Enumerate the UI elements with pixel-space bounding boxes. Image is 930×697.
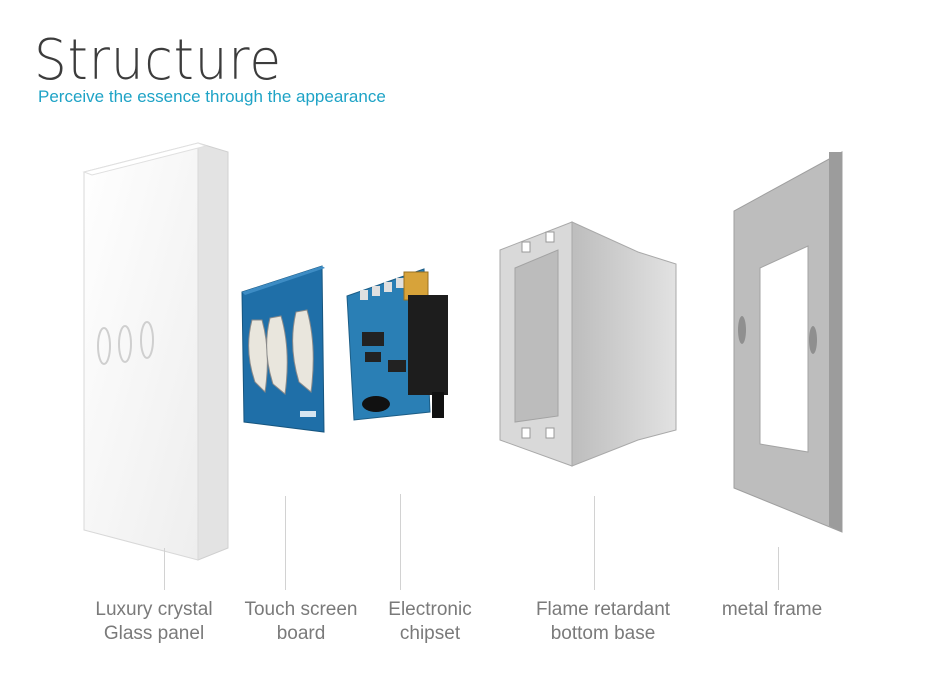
leader-line-touch-board [285, 496, 286, 590]
caption-frame: metal frame [702, 598, 842, 622]
glass-panel-image [82, 142, 229, 561]
caption-line-2: chipset [399, 623, 461, 644]
caption-line-1: metal frame [721, 599, 823, 620]
leader-line-chipset [400, 494, 401, 590]
caption-base: Flame retardant bottom base [518, 598, 688, 646]
touch-key-1 [97, 327, 111, 365]
touch-key-2 [118, 325, 132, 363]
caption-line-1: Flame retardant [535, 599, 671, 620]
caption-line-1: Touch screen [244, 599, 358, 620]
caption-line-1: Luxury crystal [95, 599, 213, 620]
caption-chipset: Electronic chipset [368, 598, 492, 646]
leader-line-glass-panel [164, 548, 165, 590]
touch-key-3 [140, 321, 154, 359]
caption-glass-panel: Luxury crystal Glass panel [84, 598, 224, 646]
caption-touch-board: Touch screen board [231, 598, 371, 646]
touch-board-image [241, 265, 325, 433]
caption-line-2: bottom base [550, 623, 656, 644]
caption-line-1: Electronic [388, 599, 472, 620]
caption-line-2: board [276, 623, 326, 644]
chipset-image [346, 268, 448, 421]
page-subtitle: Perceive the essence through the appeara… [38, 87, 386, 106]
page-title: Structure [34, 28, 282, 93]
leader-line-base [594, 496, 595, 590]
leader-line-frame [778, 547, 779, 590]
frame-image [733, 151, 843, 533]
base-image [499, 221, 677, 467]
caption-line-2: Glass panel [103, 623, 205, 644]
